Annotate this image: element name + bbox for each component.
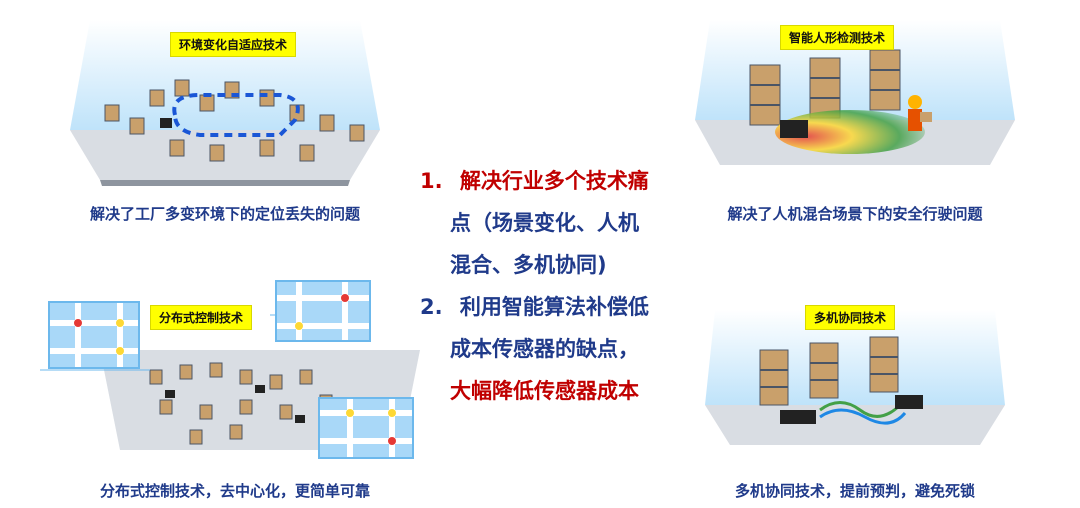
- tech-tag-distributed-control: 分布式控制技术: [150, 305, 253, 330]
- summary-item-2-highlight: 大幅降低传感器成本: [450, 379, 639, 403]
- summary-item-1-text-3: 混合、多机协同): [450, 253, 607, 277]
- multi-robot-scene-illustration: [705, 310, 1005, 445]
- summary-item-1-text-1: 解决行业多个技术痛: [459, 169, 649, 193]
- quadrant-top-right: 智能人形检测技术 解决了人机混合场景下的安全行驶问题: [690, 10, 1020, 240]
- summary-item-2-line-1: 2. 利用智能算法补偿低: [420, 286, 700, 328]
- caption-human-detection: 解决了人机混合场景下的安全行驶问题: [727, 205, 983, 223]
- quadrant-bottom-left: 分布式控制技术 分布式控制技术，去中心化，更简单可靠: [40, 275, 430, 505]
- summary-item-2-number: 2.: [420, 295, 443, 319]
- quadrant-bottom-right: 多机协同技术 多机协同技术，提前预判，避免死锁: [690, 275, 1020, 505]
- warehouse-scene-illustration: [70, 20, 380, 186]
- human-detection-scene-illustration: [695, 20, 1015, 165]
- tech-tag-human-detection: 智能人形检测技术: [780, 25, 895, 50]
- tech-tag-multi-robot: 多机协同技术: [805, 305, 896, 330]
- grid-map-bottom-right: [318, 397, 414, 459]
- summary-item-2-text-1: 利用智能算法补偿低: [459, 295, 649, 319]
- summary-item-2-text-2: 成本传感器的缺点，: [450, 337, 639, 361]
- caption-multi-robot: 多机协同技术，提前预判，避免死锁: [734, 482, 975, 500]
- summary-item-1-number: 1.: [420, 169, 443, 193]
- grid-map-top-right: [275, 280, 371, 342]
- caption-distributed-control: 分布式控制技术，去中心化，更简单可靠: [99, 482, 370, 500]
- caption-environment: 解决了工厂多变环境下的定位丢失的问题: [89, 205, 360, 223]
- grid-map-left: [48, 301, 140, 369]
- summary-item-1-line-1: 1. 解决行业多个技术痛: [420, 160, 700, 202]
- quadrant-top-left: 环境变化自适应技术 解决了工厂多变环境下的定位丢失的问题: [60, 10, 390, 240]
- summary-item-1-text-2: 点（场景变化、人机: [450, 211, 639, 235]
- tech-tag-environment: 环境变化自适应技术: [170, 32, 297, 57]
- center-summary: 1. 解决行业多个技术痛 点（场景变化、人机 混合、多机协同) 2. 利用智能算…: [420, 160, 700, 412]
